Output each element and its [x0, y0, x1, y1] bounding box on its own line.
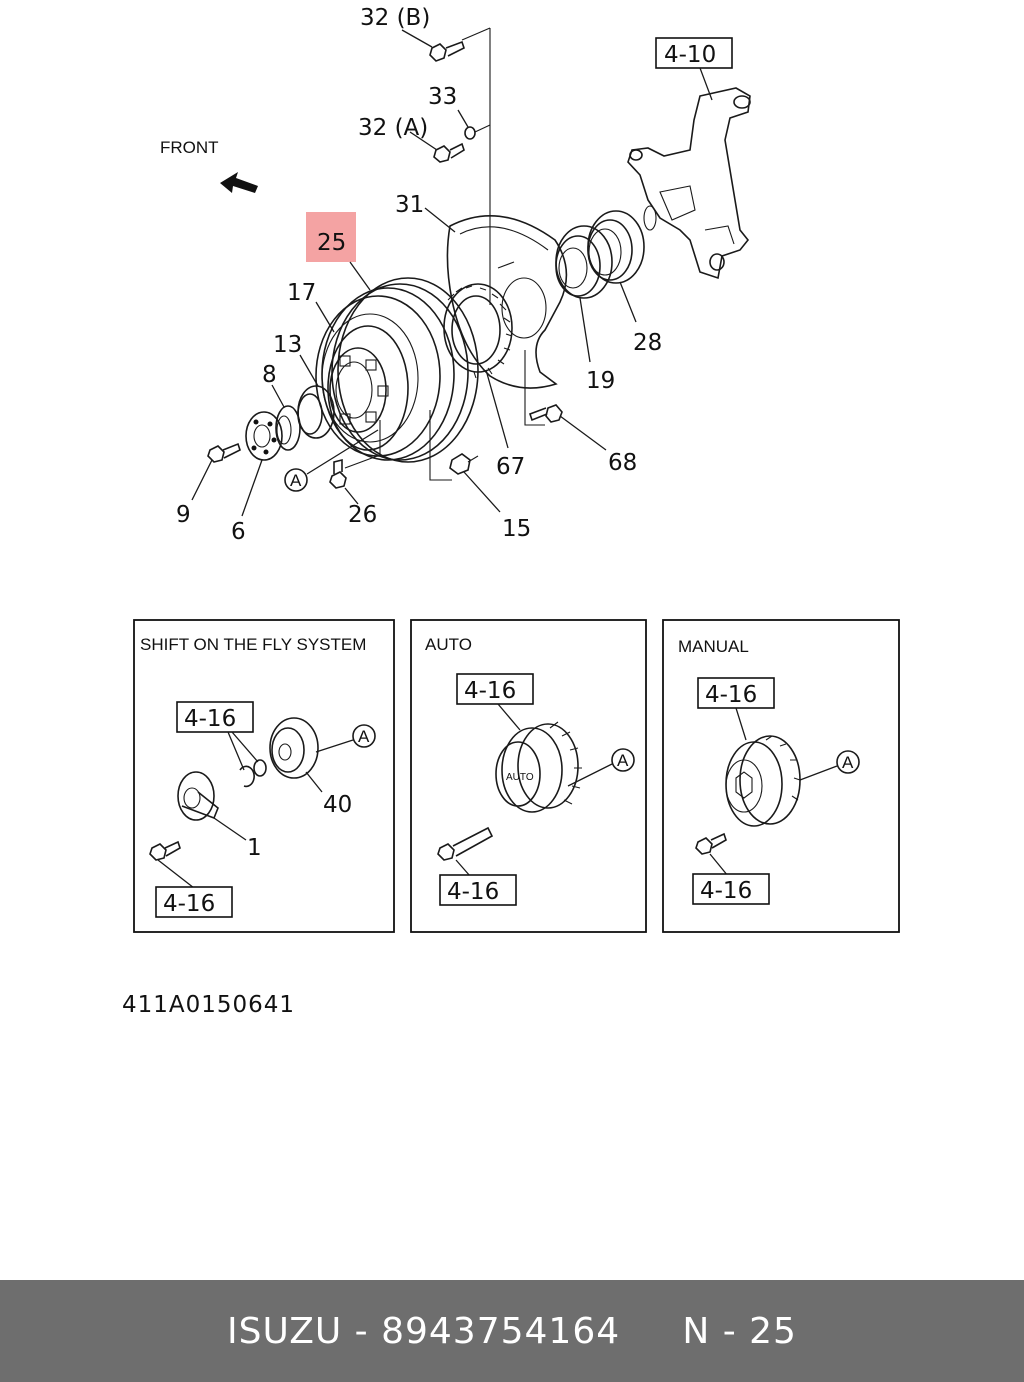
drawing-code: 411A0150641	[122, 992, 295, 1018]
panel-shift-on-the-fly: SHIFT ON THE FLY SYSTEM 4-16 40 A 1 4-16	[133, 619, 395, 933]
washer-33	[464, 124, 491, 140]
panel-manual: MANUAL 4-16 A 4-16	[662, 619, 900, 933]
panel-manual-title: MANUAL	[678, 637, 749, 656]
ring-8	[275, 405, 301, 451]
callout-26: 26	[348, 502, 377, 528]
manual-ref-bottom: 4-16	[700, 878, 752, 904]
callout-32a: 32 (A)	[358, 115, 428, 141]
callout-9: 9	[176, 502, 191, 528]
hub-17	[327, 325, 409, 451]
callout-32b: 32 (B)	[360, 5, 430, 31]
panel-shift-title: SHIFT ON THE FLY SYSTEM	[140, 635, 366, 654]
auto-ref-top: 4-16	[464, 678, 516, 704]
callout-67: 67	[496, 454, 525, 480]
shift-ref-top: 4-16	[184, 706, 236, 732]
shift-callout-1: 1	[247, 835, 262, 861]
panel-auto: AUTO 4-16 AUTO A 4-16	[410, 619, 647, 933]
footer-part-number: ISUZU - 8943754164 N - 25	[227, 1310, 797, 1352]
bolt-32a	[409, 131, 465, 163]
panel-auto-title: AUTO	[425, 635, 472, 654]
shift-ref-bottom: 4-16	[163, 891, 215, 917]
shift-callout-a: A	[358, 727, 370, 746]
steering-knuckle	[627, 87, 751, 280]
flange-6	[245, 411, 283, 461]
callout-33: 33	[428, 84, 457, 110]
highlight-box	[306, 212, 356, 262]
callout-a-top	[284, 429, 379, 492]
auto-ref-bottom: 4-16	[447, 879, 499, 905]
callout-31: 31	[395, 192, 424, 218]
callout-68: 68	[608, 450, 637, 476]
front-label: FRONT	[160, 138, 219, 157]
callout-15: 15	[502, 516, 531, 542]
bolt-68	[528, 404, 563, 423]
bearing-19	[555, 225, 613, 299]
callout-25: 25	[317, 230, 346, 256]
callout-6: 6	[231, 519, 246, 545]
callout-a-top-text: A	[290, 471, 302, 490]
seal-28	[587, 210, 645, 284]
callout-19: 19	[586, 368, 615, 394]
callout-28: 28	[633, 330, 662, 356]
bolt-32b	[401, 29, 465, 62]
ref-4-10: 4-10	[664, 42, 716, 68]
stud-15	[449, 453, 479, 475]
manual-ref-top: 4-16	[705, 682, 757, 708]
auto-callout-a: A	[617, 751, 629, 770]
callout-17: 17	[287, 280, 316, 306]
bolt-9	[207, 442, 241, 463]
shift-callout-40: 40	[323, 792, 352, 818]
auto-hub-text: AUTO	[506, 772, 534, 783]
footer-bar: ISUZU - 8943754164 N - 25	[0, 1280, 1024, 1382]
manual-callout-a: A	[842, 753, 854, 772]
parts-diagram: 32 (B) 33 32 (A) FRONT 4-10 28	[122, 5, 900, 1018]
callout-13: 13	[273, 332, 302, 358]
bolt-26	[329, 458, 347, 489]
dust-shield-31	[446, 215, 568, 389]
callout-8: 8	[262, 362, 277, 388]
front-arrow-icon	[220, 172, 258, 193]
